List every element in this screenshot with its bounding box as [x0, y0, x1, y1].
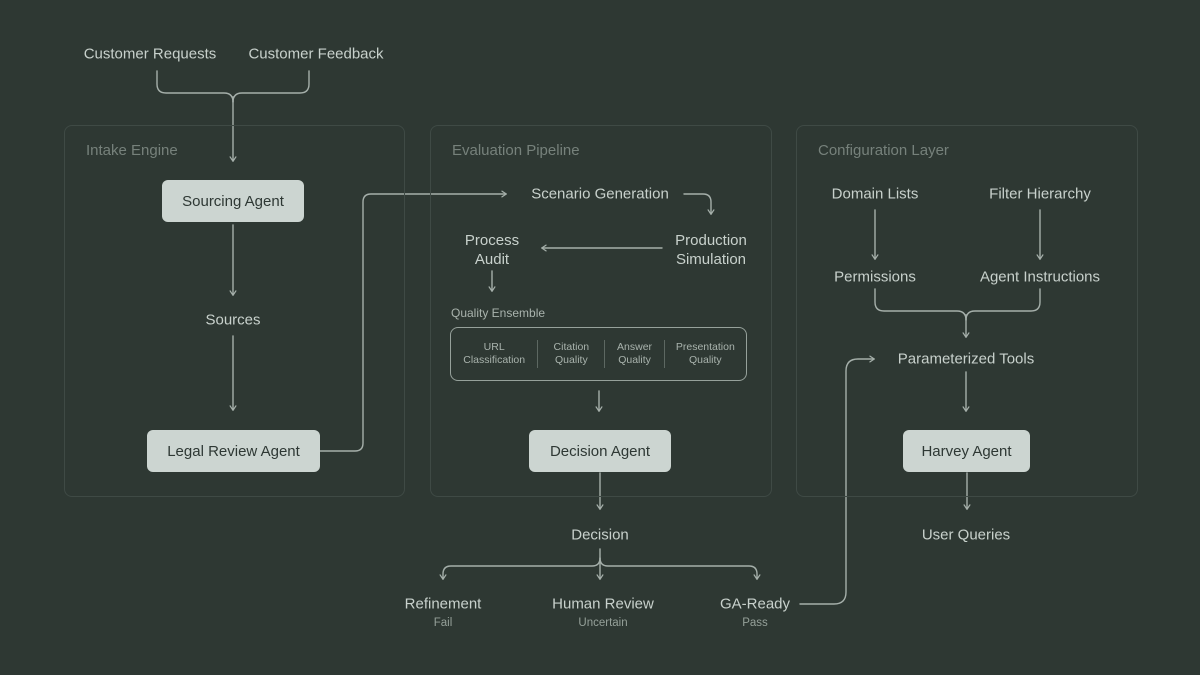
node-harvey-agent: Harvey Agent — [903, 430, 1030, 472]
panel-configuration-layer: Configuration Layer — [796, 125, 1138, 497]
node-sourcing-agent: Sourcing Agent — [162, 180, 304, 222]
label-user-queries: User Queries — [921, 526, 1011, 544]
label-quality-ensemble: Quality Ensemble — [451, 306, 546, 320]
label-outcome-ga-ready: GA-Ready — [719, 595, 791, 613]
label-domain-lists: Domain Lists — [831, 185, 919, 203]
label-verdict-uncertain: Uncertain — [578, 617, 628, 629]
label-customer-requests: Customer Requests — [83, 45, 217, 63]
quality-ensemble-box: URL Classification Citation Quality Answ… — [450, 327, 747, 381]
label-agent-instructions: Agent Instructions — [979, 268, 1101, 286]
panel-intake-engine: Intake Engine — [64, 125, 405, 497]
panel-title-intake-engine: Intake Engine — [86, 142, 178, 159]
label-scenario-generation: Scenario Generation — [531, 185, 669, 203]
label-filter-hierarchy: Filter Hierarchy — [989, 185, 1091, 203]
label-permissions: Permissions — [834, 268, 916, 286]
label-parameterized-tools: Parameterized Tools — [897, 350, 1035, 368]
quality-ensemble-divider — [663, 340, 665, 368]
label-process-audit: Process Audit — [464, 232, 520, 268]
label-outcome-human-review: Human Review — [552, 595, 654, 613]
quality-ensemble-divider — [537, 340, 539, 368]
label-verdict-fail: Fail — [433, 617, 453, 629]
label-production-simulation: Production Simulation — [675, 232, 747, 268]
quality-ensemble-item: Presentation Quality — [675, 341, 735, 366]
node-decision-agent: Decision Agent — [529, 430, 671, 472]
quality-ensemble-item: Answer Quality — [617, 341, 653, 366]
quality-ensemble-divider — [604, 340, 606, 368]
quality-ensemble-item: Citation Quality — [553, 341, 590, 366]
label-sources: Sources — [205, 311, 261, 329]
label-decision: Decision — [571, 526, 629, 544]
panel-title-configuration-layer: Configuration Layer — [818, 142, 949, 159]
label-outcome-refinement: Refinement — [404, 595, 482, 613]
label-verdict-pass: Pass — [742, 617, 768, 629]
node-legal-review-agent: Legal Review Agent — [147, 430, 320, 472]
panel-title-evaluation-pipeline: Evaluation Pipeline — [452, 142, 580, 159]
label-customer-feedback: Customer Feedback — [248, 45, 384, 63]
panel-evaluation-pipeline: Evaluation Pipeline — [430, 125, 772, 497]
quality-ensemble-item: URL Classification — [463, 341, 526, 366]
